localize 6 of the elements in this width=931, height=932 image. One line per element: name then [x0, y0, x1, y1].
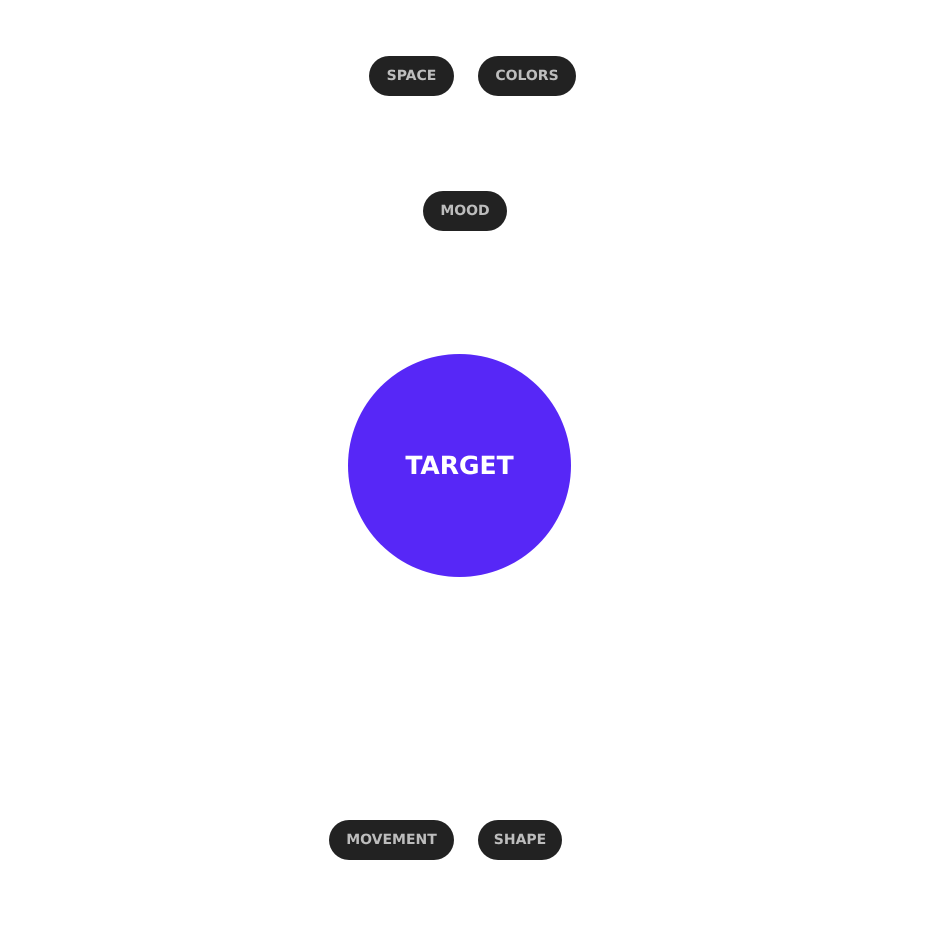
tag-pill: COLORS [478, 56, 576, 96]
tag-pill: MOVEMENT [329, 820, 454, 860]
tag-pill: MOOD [423, 191, 507, 231]
tag-pill: SHAPE [478, 820, 562, 860]
target-circle: TARGET [348, 354, 571, 577]
tag-pill: SPACE [369, 56, 454, 96]
